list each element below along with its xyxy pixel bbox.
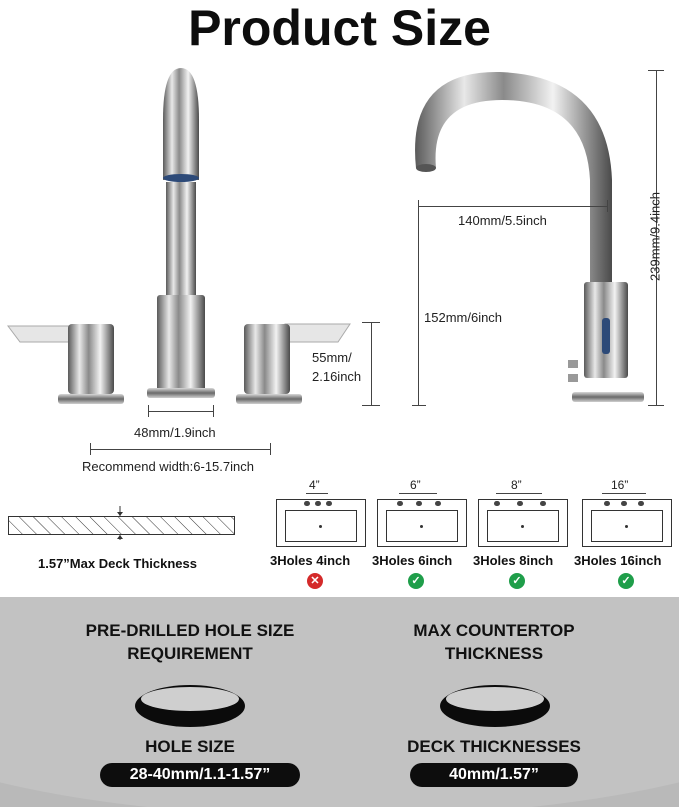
base-width-line: [148, 411, 214, 412]
spout-height-line: [418, 206, 419, 406]
faucet-side-view: [415, 71, 644, 402]
sink-diagram-4: [276, 493, 366, 547]
check-icon: ✓: [618, 573, 634, 589]
sink-diagram-6: [377, 493, 467, 547]
sink-spacing-16: 16”: [611, 478, 629, 492]
check-icon: ✓: [509, 573, 525, 589]
sink-spacing-6: 6”: [410, 478, 421, 492]
deck-hatch: [8, 506, 235, 540]
base-width-label: 48mm/1.9inch: [134, 425, 216, 440]
countertop-title: MAX COUNTERTOP THICKNESS: [413, 621, 575, 663]
deck-thickness-label: 1.57”Max Deck Thickness: [38, 556, 197, 571]
sink-label-4: 3Holes 4inch: [270, 553, 351, 568]
hole-size-title: PRE-DRILLED HOLE SIZE REQUIREMENT: [85, 621, 295, 663]
hole-size-label: HOLE SIZE: [145, 737, 235, 756]
faucet-front-view: [7, 68, 351, 404]
sink-diagram-8: [478, 493, 568, 547]
check-icon: ✓: [408, 573, 424, 589]
sink-diagram-16: [582, 493, 672, 547]
sink-label-6: 3Holes 6inch: [372, 553, 453, 568]
recommend-width-line: [90, 449, 270, 450]
sink-spacing-8: 8”: [511, 478, 522, 492]
deck-oval-icon: [440, 685, 550, 727]
sink-label-16: 3Holes 16inch: [574, 553, 662, 568]
sink-spacing-4: 4”: [309, 478, 320, 492]
recommend-width-label: Recommend width:6-15.7inch: [82, 459, 254, 474]
sink-label-8: 3Holes 8inch: [473, 553, 554, 568]
spout-reach-label: 140mm/5.5inch: [458, 213, 547, 228]
total-height-label: 239mm/9.4inch: [647, 192, 663, 281]
handle-height-line: [371, 322, 372, 405]
total-height-line: [656, 70, 657, 406]
handle-height-mm: 55mm/: [312, 350, 352, 365]
handle-height-in: 2.16inch: [312, 369, 362, 384]
cross-icon: ✕: [307, 573, 323, 589]
requirements-panel: PRE-DRILLED HOLE SIZE REQUIREMENT HOLE S…: [0, 597, 679, 807]
page-title: Product Size: [188, 0, 491, 56]
hole-size-value: 28-40mm/1.1-1.57”: [100, 763, 300, 787]
deck-thickness-title: DECK THICKNESSES: [407, 737, 581, 756]
spout-height-label: 152mm/6inch: [424, 310, 503, 325]
spout-reach-line: [418, 206, 608, 207]
deck-thickness-value: 40mm/1.57”: [410, 763, 578, 787]
hole-oval-icon: [135, 685, 245, 727]
